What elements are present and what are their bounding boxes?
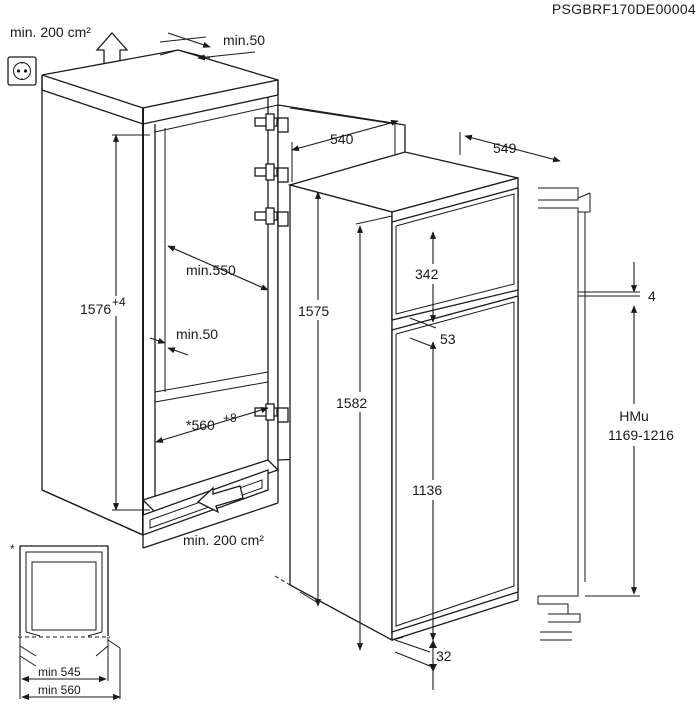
label-niche-height-tol: +4: [112, 295, 126, 309]
label-freezer-height: 342: [415, 266, 439, 282]
label-total-height: 1582: [336, 395, 367, 411]
dim-gap-side: [149, 337, 189, 356]
vent-bottom-label: min. 200 cm²: [183, 532, 264, 548]
label-niche-depth: min.550: [186, 262, 236, 278]
air-outlet-arrow-icon: [95, 32, 129, 65]
floor-line-mid: [299, 591, 319, 604]
label-inset-min-560: min 560: [38, 683, 81, 697]
label-bg: [334, 392, 380, 412]
door-hinge-top: [254, 113, 289, 133]
dim-hmu-range: [585, 305, 640, 597]
dim-niche-depth: [167, 245, 269, 291]
inset-top-view: *: [10, 542, 121, 701]
label-appliance-height: 1575: [298, 303, 329, 319]
label-rail-gap: 4: [648, 288, 656, 304]
label-niche-height: 1576: [80, 301, 111, 317]
air-inlet-arrow-icon: [196, 485, 244, 514]
label-appliance-depth: 549: [493, 140, 517, 156]
label-hmu: HMu: [619, 408, 649, 424]
floor-line-left: [274, 575, 291, 586]
appliance-body: [287, 151, 519, 642]
power-socket-icon: [7, 56, 37, 86]
dim-rail-gap: [585, 262, 640, 297]
label-gap-side: min.50: [176, 326, 218, 342]
vent-top-label: min. 200 cm²: [10, 24, 91, 40]
label-bg: [296, 300, 344, 320]
label-bg: [594, 404, 688, 446]
dim-niche-width: [155, 407, 269, 443]
label-bg: [78, 296, 138, 316]
label-niche-width: *560: [186, 417, 215, 433]
label-appliance-width: 540: [330, 131, 354, 147]
dim-niche-height: [112, 134, 150, 511]
dim-appliance-depth: [459, 132, 561, 163]
label-bg: [410, 480, 456, 500]
door-hinge-mid: [254, 163, 289, 183]
label-inset-min-545: min 545: [38, 665, 81, 679]
label-niche-width-tol: +8: [223, 411, 237, 425]
label-inset-star: *: [10, 542, 15, 556]
label-bottom-gap: 32: [436, 648, 452, 664]
dim-total-height: [355, 215, 393, 651]
drawing-code: PSGBRF170DE00004: [552, 1, 696, 17]
label-fridge-height: 1136: [412, 482, 442, 498]
cabinet-niche: [41, 49, 280, 549]
side-rail-profile: [537, 187, 591, 641]
label-bg: [414, 264, 450, 284]
door-hinge-upper: [254, 207, 289, 227]
dim-appliance-width: [291, 119, 399, 182]
dim-bottom-gap: [394, 636, 437, 690]
label-gap-doors: 53: [440, 331, 456, 347]
dim-gap-top: [159, 32, 256, 61]
label-hmu-range: 1169-1216: [608, 427, 674, 443]
label-gap-top: min.50: [223, 32, 265, 48]
